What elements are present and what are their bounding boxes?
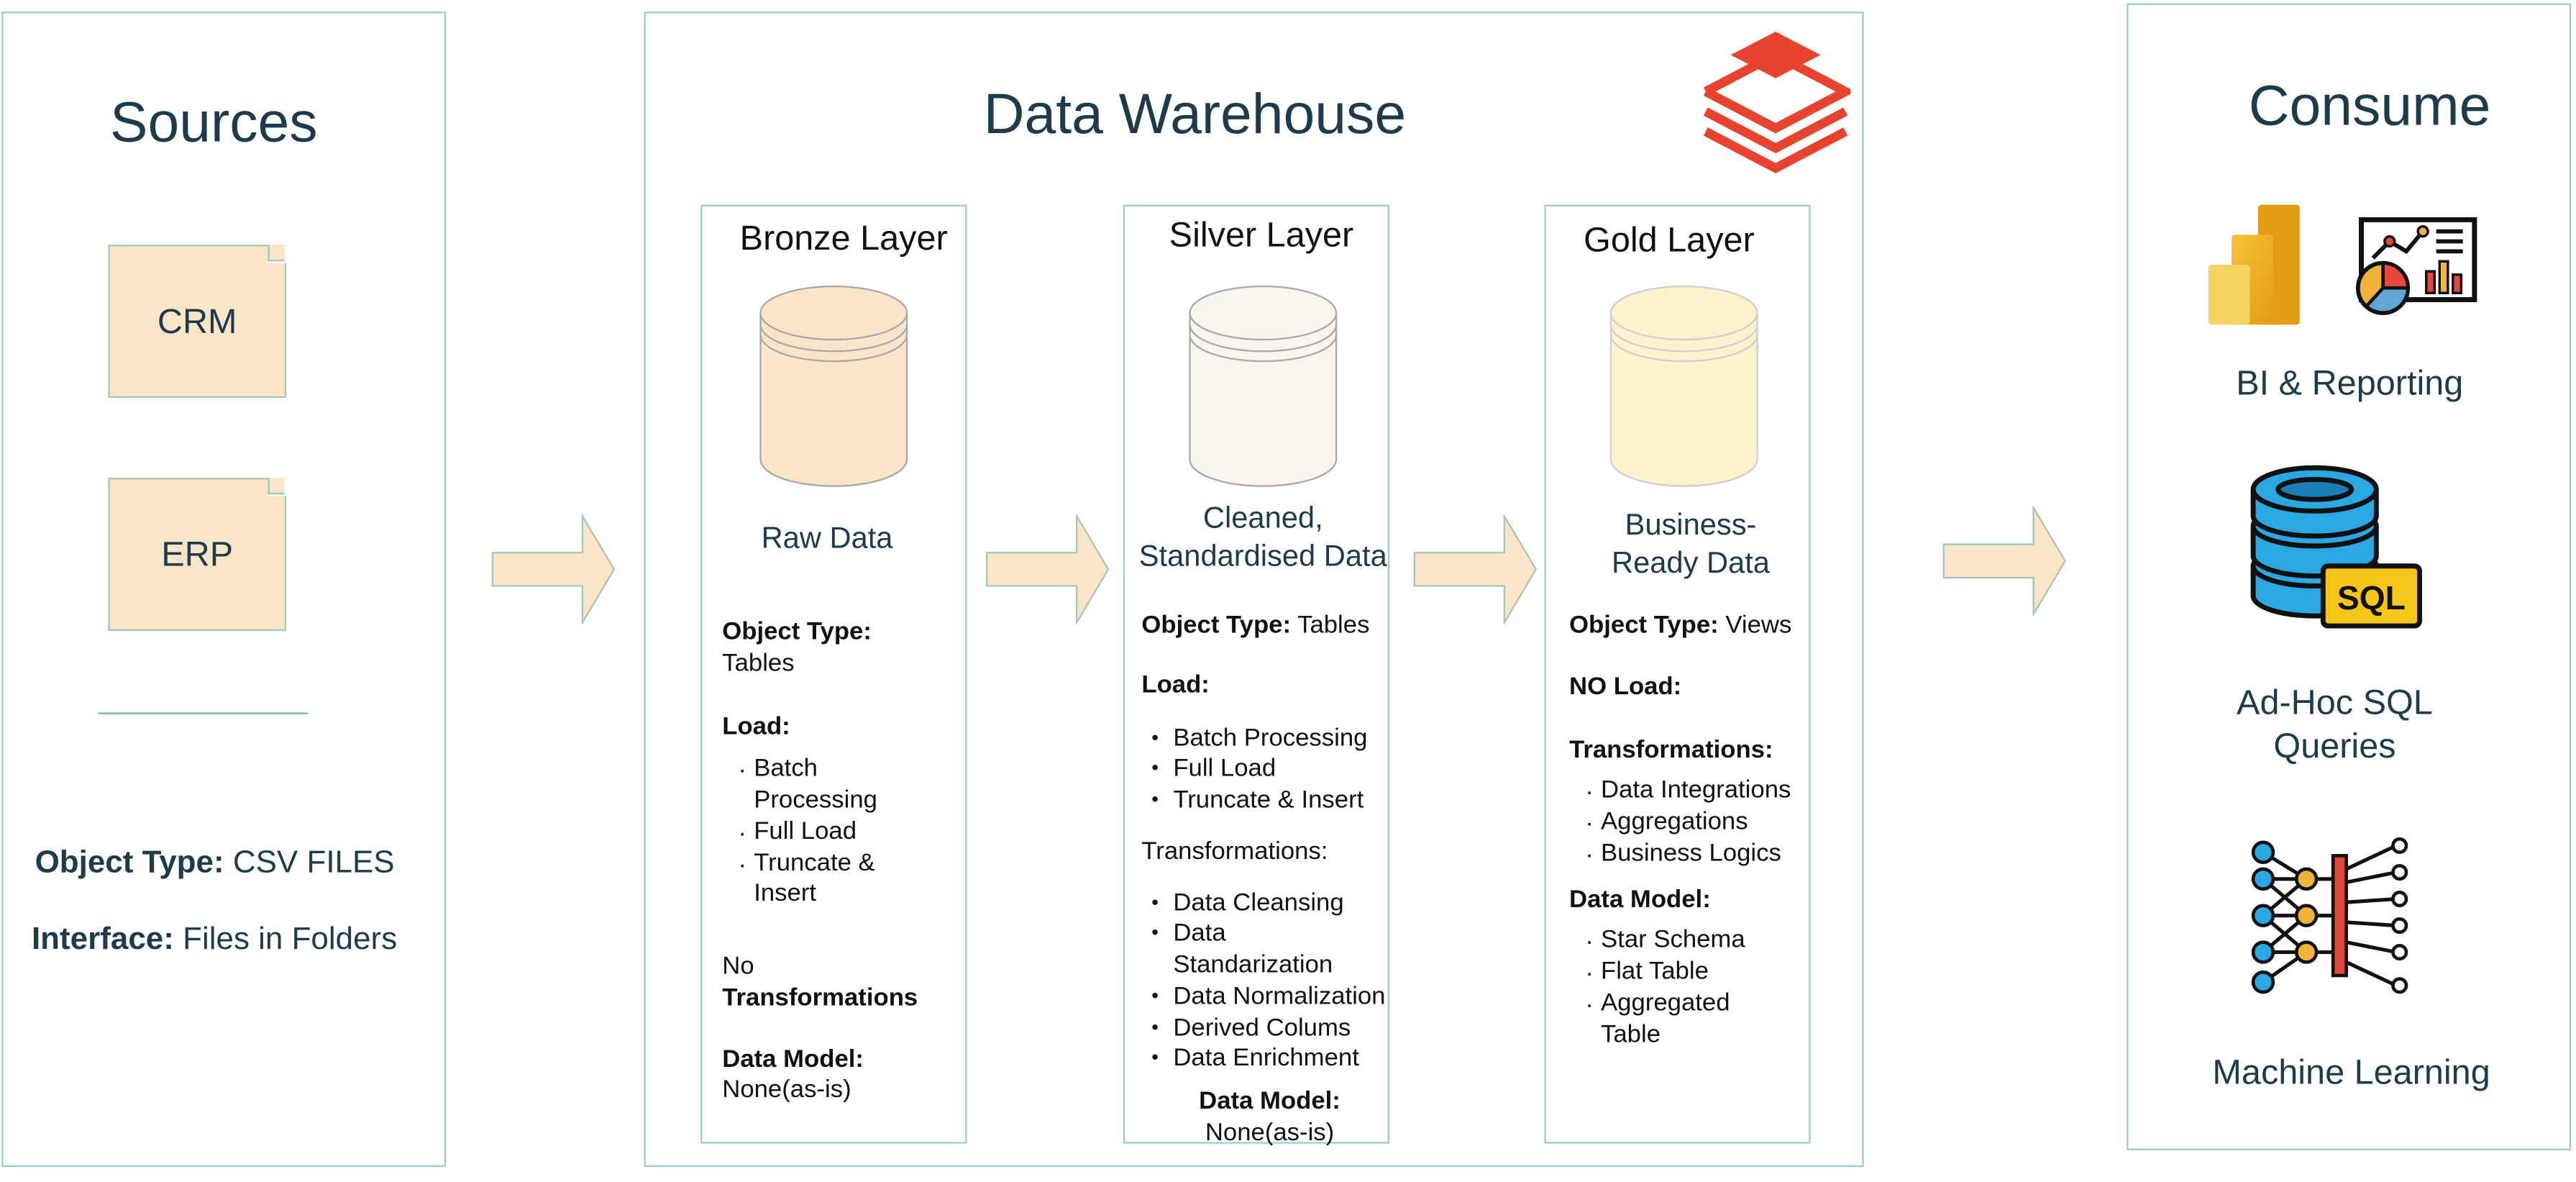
list-item: Data Standarization [1141, 919, 1333, 982]
silver-model: Data Model: None(as-is) [1199, 1087, 1340, 1147]
consume-title: Consume [2248, 75, 2491, 139]
list-item: Aggregations [1569, 804, 1812, 838]
machine-learning-label: Machine Learning [2212, 1053, 2490, 1092]
list-item: Flat Table [1569, 954, 1812, 988]
crm-file: CRM [108, 245, 286, 399]
warehouse-panel: Data Warehouse Bronze Layer Raw Data Obj… [644, 12, 1864, 1168]
list-item: Data Integrations [1569, 773, 1812, 807]
neural-network-icon [2251, 837, 2408, 994]
dashboard-icon [2355, 217, 2477, 315]
power-bi-icon [2208, 204, 2300, 325]
list-item: Truncate & Insert [1141, 786, 1391, 817]
list-item: Derived Colums [1141, 1013, 1391, 1044]
list-item: Data Enrichment [1141, 1044, 1391, 1075]
svg-text:SQL: SQL [2337, 579, 2406, 617]
bronze-title: Bronze Layer [739, 219, 948, 258]
flow-arrow [1942, 506, 2066, 617]
list-item: Truncate & Insert [722, 845, 903, 911]
list-item: Full Load [1141, 755, 1391, 786]
list-item: Full Load [722, 814, 964, 848]
silver-layer: Silver Layer Cleaned, Standardised Data … [1123, 204, 1391, 1147]
warehouse-title: Data Warehouse [983, 83, 1407, 147]
bronze-layer: Bronze Layer Raw Data Object Type: Table… [700, 204, 967, 1144]
gold-database-icon [1609, 285, 1758, 487]
divider [98, 712, 309, 714]
sources-title: Sources [110, 91, 318, 155]
ad-hoc-sql-label: Ad-Hoc SQL Queries [2237, 684, 2433, 766]
databricks-stack-icon [1703, 31, 1851, 173]
bronze-details: Object Type: Tables Load: Batch Processi… [722, 617, 964, 1106]
gold-title: Gold Layer [1584, 221, 1755, 260]
sources-interface: Interface: Files in Folders [31, 922, 398, 958]
sources-object-type: Object Type: CSV FILES [35, 845, 395, 881]
gold-details: Object Type: Views NO Load: Transformati… [1569, 611, 1812, 1050]
bi-reporting-label: BI & Reporting [2236, 364, 2464, 403]
flow-arrow [491, 514, 616, 624]
gold-layer: Gold Layer Business- Ready Data Object T… [1544, 204, 1812, 1144]
silver-title: Silver Layer [1169, 216, 1354, 255]
silver-subtitle: Cleaned, Standardised Data [1138, 501, 1387, 572]
silver-database-icon [1189, 285, 1338, 487]
silver-details: Object Type: Tables Load: Batch Processi… [1141, 611, 1391, 1076]
consume-panel: Consume [2127, 3, 2572, 1150]
list-item: Batch Processing [1141, 723, 1391, 754]
list-item: Aggregated Table [1569, 985, 1750, 1051]
sources-panel: Sources CRM ERP Object Type: CSV FILES I… [1, 12, 447, 1168]
list-item: Business Logics [1569, 835, 1812, 870]
list-item: Star Schema [1569, 923, 1812, 957]
gold-subtitle: Business- Ready Data [1611, 507, 1770, 579]
bronze-database-icon [759, 285, 908, 487]
list-item: Data Normalization [1141, 982, 1391, 1013]
sql-database-icon: SQL [2250, 465, 2422, 629]
erp-file: ERP [108, 478, 286, 631]
bronze-subtitle: Raw Data [761, 521, 893, 555]
flow-arrow [1413, 514, 1538, 624]
list-item: Data Cleansing [1141, 888, 1391, 919]
flow-arrow [986, 514, 1110, 624]
list-item: Batch Processing [722, 751, 903, 817]
